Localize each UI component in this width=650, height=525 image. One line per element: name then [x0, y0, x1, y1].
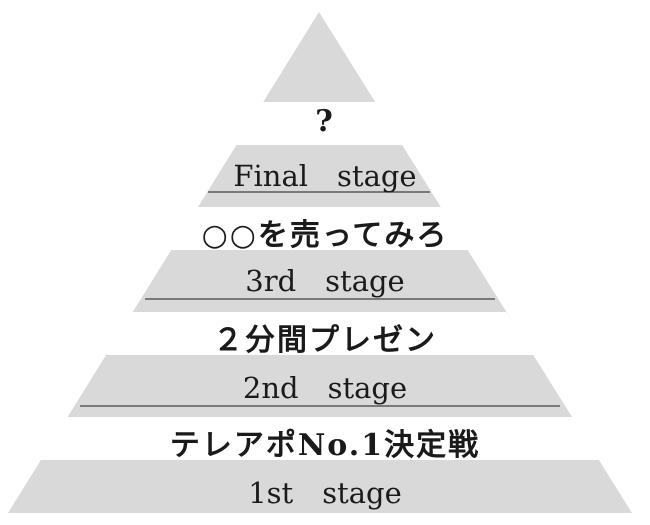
band-2nd-title — [104, 312, 535, 355]
final-stage-label: Final stage — [233, 159, 417, 193]
1st-stage-title: テレアポNo.1決定戦 — [169, 428, 481, 463]
band-final-title — [234, 102, 406, 145]
3rd-stage-title: ○○を売ってみろ — [201, 218, 449, 253]
3rd-stage-label: 3rd stage — [245, 264, 405, 298]
2nd-stage-label: 2nd stage — [242, 371, 408, 405]
2nd-stage-title: ２分間プレゼン — [213, 323, 437, 358]
pyramid-shape — [8, 12, 632, 513]
band-3rd-title — [170, 207, 470, 250]
final-stage-title: ? — [315, 104, 335, 139]
band-1st-title — [38, 417, 601, 460]
1st-stage-label: 1st stage — [248, 476, 402, 510]
